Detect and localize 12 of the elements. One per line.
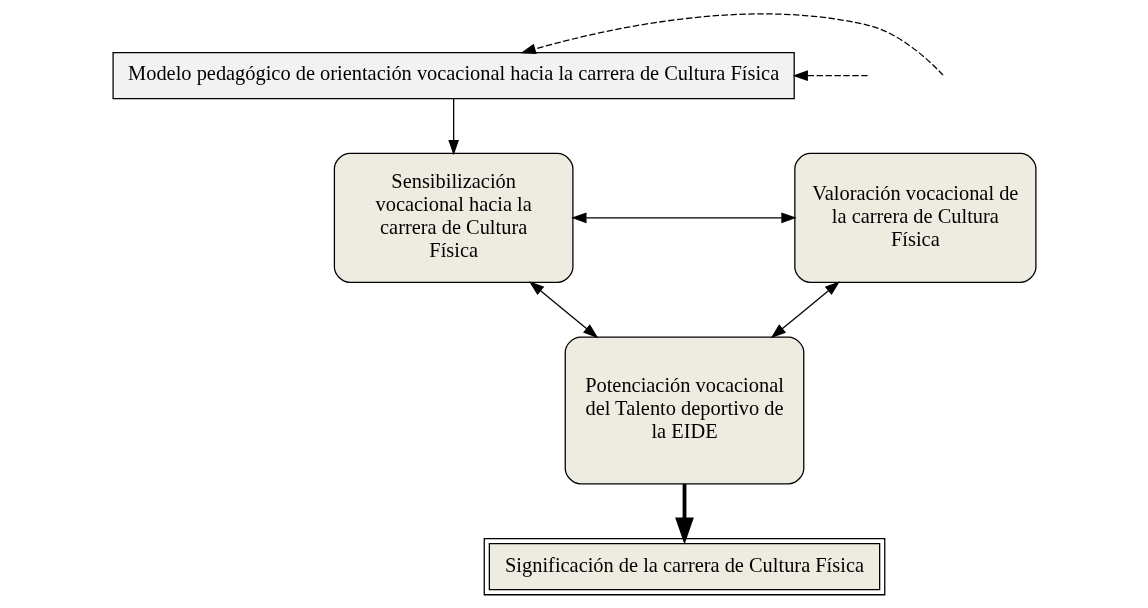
node-box: Modelo pedagógico de orientación vocacional hacia la carrera de Cultura Física xyxy=(111,52,795,100)
arrow xyxy=(792,70,868,81)
arrow xyxy=(520,13,944,76)
arrow xyxy=(770,281,840,339)
node-box: Sensibilización vocacional hacia la carrera de Cultura Física xyxy=(333,152,574,283)
arrow xyxy=(447,98,459,156)
node-box: Significación de la carrera de Cultura Física xyxy=(483,538,885,596)
node-box: Potenciación vocacional del Talento deportivo de la EIDE xyxy=(564,336,804,485)
arrow xyxy=(528,281,598,339)
arrow xyxy=(570,212,797,224)
node-box: Valoración vocacional de la carrera de Cultura Física xyxy=(793,152,1037,283)
arrow xyxy=(674,484,694,545)
